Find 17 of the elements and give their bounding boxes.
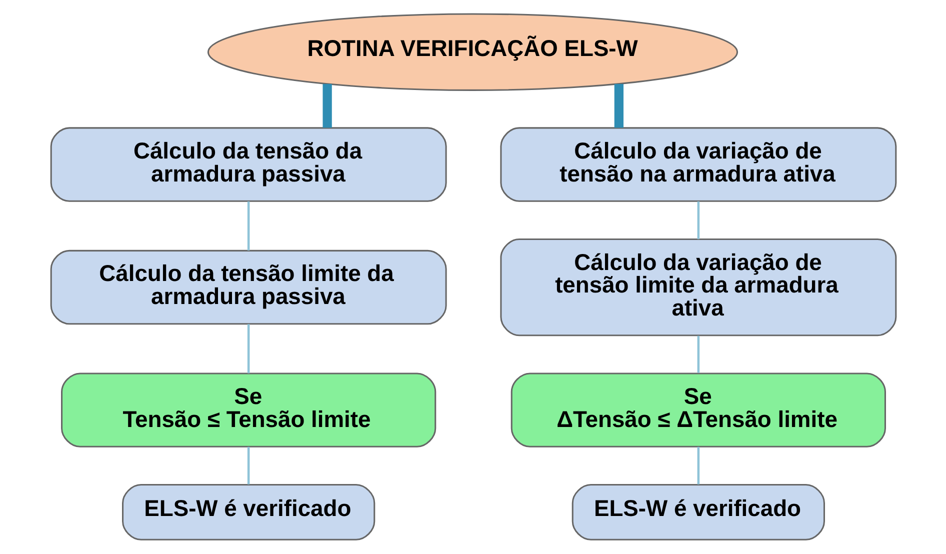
connector [322,84,332,128]
connector [696,201,700,240]
connector [246,324,250,374]
connector [614,84,623,128]
node-box: ELS-W é verificado [571,484,824,540]
node-box: Se ΔTensão ≤ ΔTensão limite [510,372,886,448]
node-box: ELS-W é verificado [122,484,375,540]
connector [696,446,700,484]
connector [246,201,250,250]
node-box: Cálculo da tensão da armadura passiva [50,127,446,202]
node-box: Cálculo da variação de tensão limite da armadura ativa [500,238,896,336]
node-ellipse: ROTINA VERIFICAÇÃO ELS-W [206,13,738,91]
connector [246,446,250,484]
node-box: Cálculo da variação de tensão na armadura ativa [500,127,896,202]
node-box: Se Tensão ≤ Tensão limite [60,372,436,448]
connector [696,336,700,373]
node-box: Cálculo da tensão limite da armadura passiva [50,250,446,325]
